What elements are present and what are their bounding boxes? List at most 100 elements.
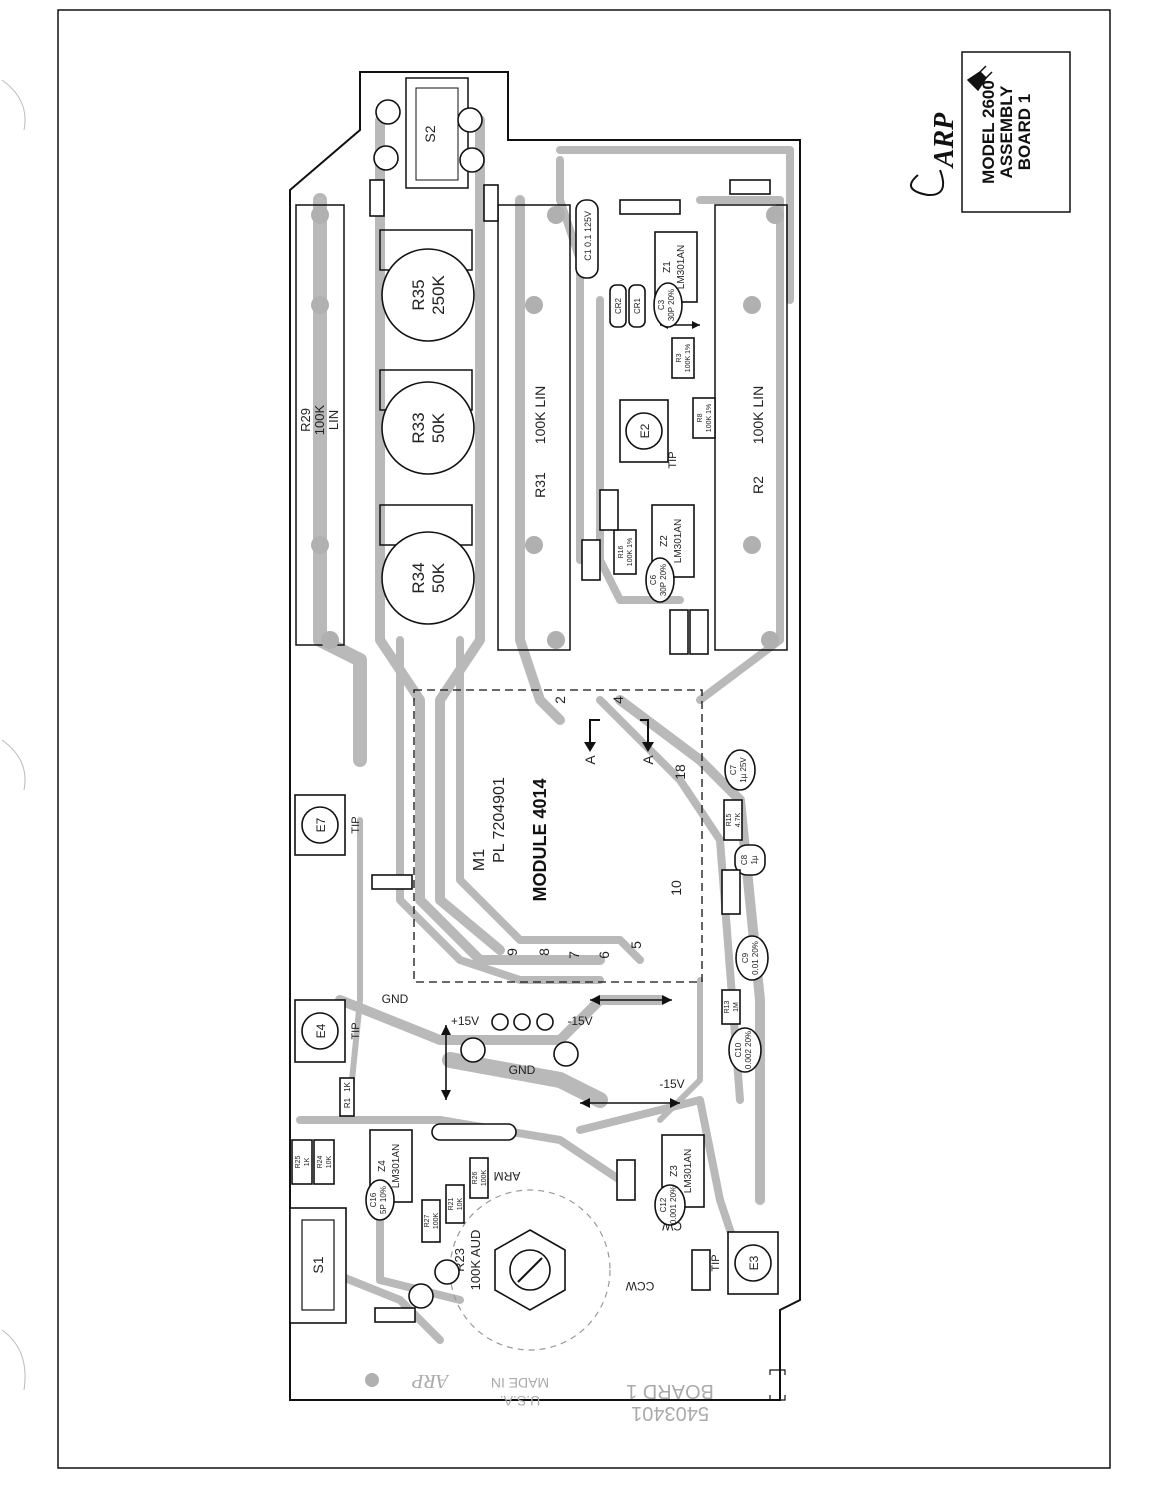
attenuator-r23: R23 100K AUD: [449, 1189, 611, 1351]
r23-value: 100K AUD: [468, 1230, 483, 1291]
svg-text:C8: C8: [740, 854, 749, 865]
title-line-2: ASSEMBLY: [997, 85, 1016, 179]
module-id-1: M1: [471, 849, 488, 871]
module-pin-9: 9: [504, 948, 520, 956]
r35-value: 250K: [429, 274, 448, 314]
gnd-label-2: GND: [509, 1063, 536, 1077]
binder-mark-top: [1, 79, 26, 131]
module-pin-6: 6: [596, 951, 612, 959]
svg-text:10K: 10K: [457, 1197, 464, 1210]
title-line-3: BOARD 1: [1015, 94, 1034, 171]
r34-ref: R34: [409, 562, 428, 593]
arp-logo: ARP: [929, 112, 960, 169]
svg-text:R27: R27: [424, 1214, 431, 1227]
svg-text:0.01 20%: 0.01 20%: [751, 941, 760, 975]
arrow-a-label-2: A: [640, 755, 656, 765]
sheet-border: [57, 9, 1111, 1469]
tip-label-1: TIP: [350, 816, 362, 833]
svg-text:100K 1%: 100K 1%: [706, 404, 713, 432]
switch-s2: S2: [373, 77, 485, 189]
s1-label: S1: [310, 1256, 326, 1273]
svg-text:R3: R3: [676, 353, 683, 362]
r31-ref: R31: [532, 472, 548, 498]
s2-label: S2: [422, 125, 438, 142]
svg-text:100K: 100K: [433, 1213, 440, 1230]
svg-text:R21: R21: [448, 1197, 455, 1210]
svg-text:C7: C7: [729, 764, 738, 775]
svg-text:100K 1%: 100K 1%: [627, 538, 634, 566]
slider-r31: R31 100K LIN: [497, 204, 571, 651]
part-c1: C10.1 125V: [575, 199, 599, 279]
svg-text:R26: R26: [472, 1171, 479, 1184]
jack-e2: E2: [619, 399, 669, 463]
module-pin-2: 2: [552, 696, 568, 704]
binder-mark-mid: [1, 739, 26, 791]
e2-label: E2: [638, 423, 652, 438]
pot-r35: R35 250K: [379, 229, 475, 342]
z4-ref: Z4: [377, 1160, 388, 1172]
svg-text:10K: 10K: [326, 1155, 333, 1168]
arrow-a-1: [589, 719, 600, 745]
module-pin-5: 5: [628, 941, 644, 949]
svg-text:1µ: 1µ: [750, 855, 759, 864]
pot-r33: R33 50K: [379, 369, 475, 475]
ccw-label: CCW: [625, 1279, 654, 1293]
board-outline: [289, 71, 801, 1401]
r29-ref: R29: [298, 408, 313, 432]
switch-s1: S1: [289, 1207, 347, 1324]
svg-text:30P 20%: 30P 20%: [667, 289, 676, 321]
module-id-2: PL 7204901: [491, 777, 508, 863]
arp-logo-swash: [909, 169, 944, 197]
r31-value: 100K LIN: [532, 386, 548, 444]
svg-text:0.001 20%: 0.001 20%: [669, 1186, 678, 1224]
svg-text:R24: R24: [317, 1155, 324, 1168]
made-in-marking: MADE IN U.S.A.: [491, 1375, 549, 1409]
tip-label-3: TIP: [710, 1254, 722, 1271]
e7-label: E7: [314, 817, 328, 832]
svg-text:100K: 100K: [481, 1170, 488, 1187]
plus15-label: +15V: [451, 1014, 479, 1028]
module-pin-8: 8: [536, 948, 552, 956]
svg-text:C9: C9: [741, 952, 750, 963]
module-4014: M1 PL 7204901 MODULE 4014 2 4 18 10 9 8 …: [413, 689, 703, 983]
corner-mark: [769, 1369, 786, 1401]
minus15-label-1: -15V: [567, 1014, 592, 1028]
minus15-label-2: -15V: [659, 1077, 684, 1091]
svg-text:R16: R16: [618, 545, 625, 558]
module-name: MODULE 4014: [530, 778, 550, 901]
arrow-a-2: [640, 719, 649, 745]
svg-text:30P 20%: 30P 20%: [659, 564, 668, 596]
z3-ref: Z3: [669, 1165, 680, 1177]
board-marking-line2: 5403401: [631, 1402, 709, 1424]
svg-text:5P 10%: 5P 10%: [379, 1186, 388, 1214]
svg-text:R13: R13: [724, 1000, 731, 1013]
module-pin-4: 4: [610, 696, 626, 704]
tip-label-2: TIP: [350, 1022, 362, 1039]
svg-text:1µ 25V: 1µ 25V: [739, 757, 748, 783]
slider-r2: R2 100K LIN: [714, 204, 788, 651]
pcb-board: R29 100K LIN S2 R35 250K: [289, 71, 801, 1424]
r35-ref: R35: [409, 279, 428, 310]
svg-text:R8: R8: [697, 413, 704, 422]
jack-e7: E7 TIP: [294, 794, 362, 856]
part-cr2: CR2: [609, 284, 627, 328]
svg-text:C3: C3: [657, 299, 666, 310]
board-marking: BOARD 1 5403401: [626, 1380, 714, 1424]
module-pin-10: 10: [668, 880, 684, 896]
z3-part: LM301AN: [683, 1149, 694, 1193]
pot-r34: R34 50K: [379, 504, 475, 625]
svg-text:1K: 1K: [343, 1081, 352, 1091]
